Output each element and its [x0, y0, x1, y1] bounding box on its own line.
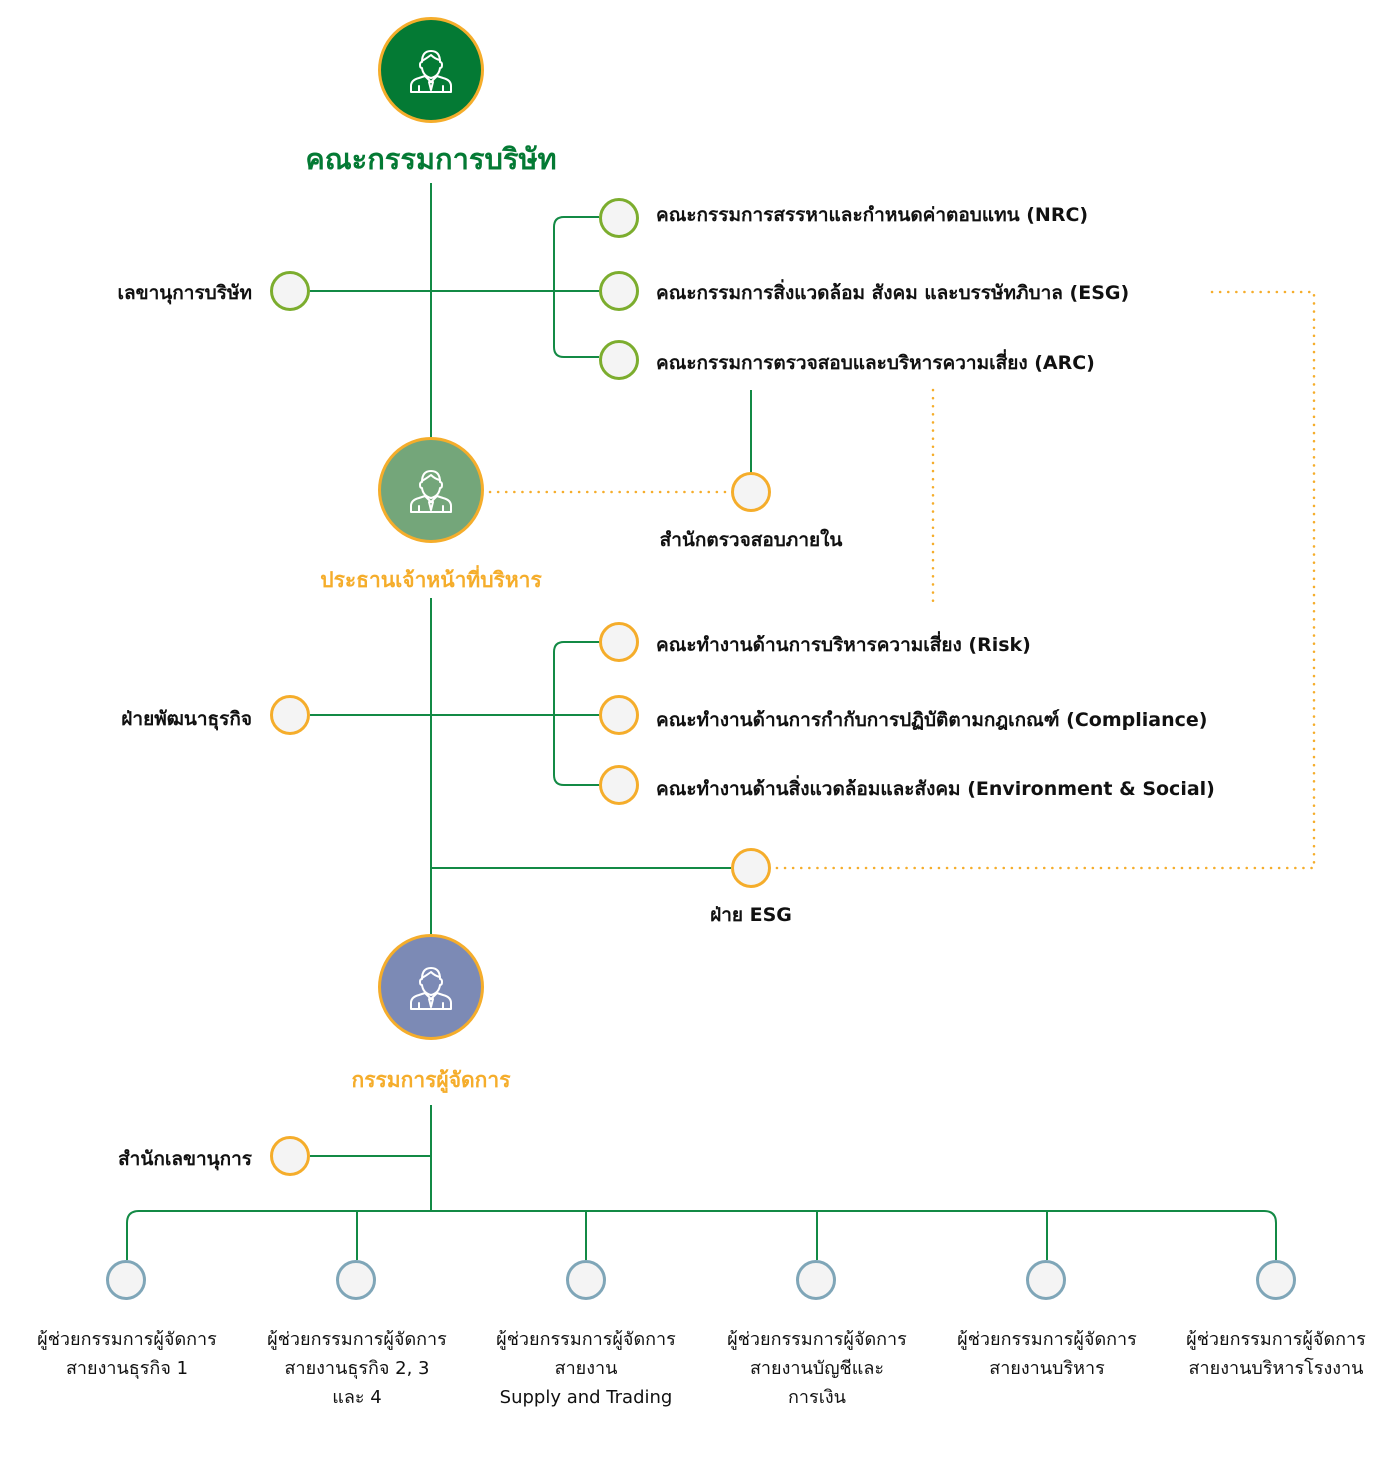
person-icon [410, 470, 452, 513]
board-title: คณะกรรมการบริษัท [305, 142, 557, 176]
working-group-risk-label: คณะทำงานด้านการบริหารความเสี่ยง (Risk) [656, 634, 1031, 656]
working-group-risk-node[interactable] [599, 622, 639, 662]
assistant-label-3: ผู้ช่วยกรรมการผู้จัดการ สายงาน Supply an… [496, 1329, 676, 1408]
assistant-node-5[interactable] [1026, 1260, 1066, 1300]
secretary-office-label: สำนักเลขานุการ [118, 1148, 252, 1170]
working-group-compliance-label: คณะทำงานด้านการกำกับการปฏิบัติตามกฎเกณฑ์… [656, 709, 1208, 731]
business-development-node[interactable] [270, 695, 310, 735]
assistant-label-2: ผู้ช่วยกรรมการผู้จัดการ สายงานธุรกิจ 2, … [267, 1329, 447, 1408]
md-title: กรรมการผู้จัดการ [351, 1068, 511, 1092]
working-group-compliance-node[interactable] [599, 695, 639, 735]
assistant-label-5: ผู้ช่วยกรรมการผู้จัดการ สายงานบริหาร [957, 1329, 1137, 1379]
committee-arc-label: คณะกรรมการตรวจสอบและบริหารความเสี่ยง (AR… [656, 352, 1095, 374]
committee-esg-label: คณะกรรมการสิ่งแวดล้อม สังคม และบรรษัทภิบ… [656, 282, 1130, 304]
secretary-office-node[interactable] [270, 1136, 310, 1176]
business-development-label: ฝ่ายพัฒนาธุรกิจ [121, 708, 252, 730]
working-group-env-social-label: คณะทำงานด้านสิ่งแวดล้อมและสังคม (Environ… [656, 778, 1215, 800]
ceo-avatar [378, 437, 484, 543]
company-secretary-node[interactable] [270, 271, 310, 311]
assistant-node-3[interactable] [566, 1260, 606, 1300]
person-icon [410, 967, 452, 1010]
esg-department-label: ฝ่าย ESG [710, 904, 792, 926]
assistant-node-1[interactable] [106, 1260, 146, 1300]
committee-nrc-label: คณะกรรมการสรรหาและกำหนดค่าตอบแทน (NRC) [656, 204, 1089, 226]
assistant-label-1: ผู้ช่วยกรรมการผู้จัดการ สายงานธุรกิจ 1 [37, 1329, 217, 1379]
assistants-bus [126, 1210, 1277, 1260]
committee-nrc-node[interactable] [599, 198, 639, 238]
company-secretary-label: เลขานุการบริษัท [117, 282, 252, 304]
md-avatar [378, 934, 484, 1040]
esg-department-node[interactable] [731, 848, 771, 888]
ceo-title: ประธานเจ้าหน้าที่บริหาร [320, 568, 542, 592]
working-group-bracket [553, 641, 599, 786]
committee-bracket [553, 216, 599, 358]
committee-esg-node[interactable] [599, 271, 639, 311]
assistant-node-4[interactable] [796, 1260, 836, 1300]
board-avatar [378, 17, 484, 123]
assistant-node-6[interactable] [1256, 1260, 1296, 1300]
committee-arc-node[interactable] [599, 340, 639, 380]
person-icon [410, 50, 452, 93]
internal-audit-node[interactable] [731, 472, 771, 512]
internal-audit-label: สำนักตรวจสอบภายใน [659, 529, 843, 551]
assistant-node-2[interactable] [336, 1260, 376, 1300]
esg-committee-dept-dotted [773, 290, 1316, 870]
assistant-label-6: ผู้ช่วยกรรมการผู้จัดการ สายงานบริหารโรงง… [1186, 1329, 1366, 1379]
working-group-env-social-node[interactable] [599, 765, 639, 805]
assistant-label-4: ผู้ช่วยกรรมการผู้จัดการ สายงานบัญชีและ ก… [727, 1329, 907, 1408]
